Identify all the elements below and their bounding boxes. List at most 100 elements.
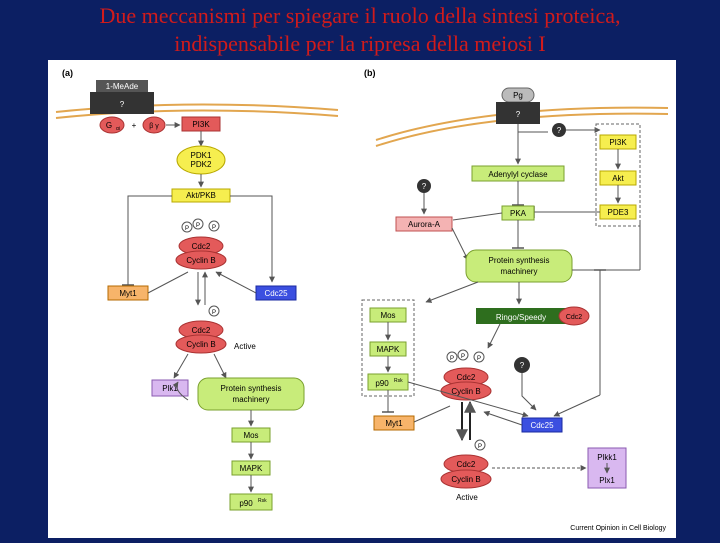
panel-b-ringo-label: Ringo/Speedy (496, 313, 546, 322)
panel-b-ringo-cdc2-node (558, 306, 590, 326)
panel-a-cdc2-active-label: Cdc2 (192, 326, 211, 335)
inhibit-myt1-cdc2 (147, 271, 189, 294)
panel-a-receptor-ligand-box (96, 80, 148, 92)
panel-a-phosphate-2-label: P (196, 223, 200, 229)
panel-a-p90-label: p90 (239, 499, 253, 508)
panel-a-p90-superscript: Rsk (258, 498, 267, 504)
panel-b-p90-label: p90 (375, 379, 389, 388)
g-alpha-node (99, 116, 125, 134)
panel-b-mapk-group (361, 299, 415, 397)
panel-a-phosphate-active-label: P (212, 310, 216, 316)
inhibit-myt1-cdc2-b (413, 405, 451, 423)
panel-a-plk1-label: Plk1 (162, 384, 178, 393)
panel-a-phosphate-3-label: P (212, 225, 216, 231)
panel-a-psm-line2: machinery (233, 395, 270, 404)
panel-b-cyclinb-active-label: Cyclin B (451, 475, 480, 484)
arrow-p90-cdc25 (407, 381, 529, 418)
panel-b-cyclinb-inactive-label: Cyclin B (451, 387, 480, 396)
panel-a-receptor (90, 92, 154, 114)
arrow-akt-cdc25 (230, 195, 275, 283)
arrow-aurora-psm (451, 227, 469, 261)
panel-a-cyclinb-inactive-label: Cyclin B (186, 256, 215, 265)
panel-a-cyclinb-inactive (175, 250, 227, 270)
panel-a-mos-label: Mos (243, 431, 258, 440)
panel-a-phosphate-active (208, 305, 220, 317)
panel-b-cdc2-active-label: Cdc2 (457, 460, 476, 469)
panel-b-mapk-label: MAPK (377, 345, 400, 354)
arrow-cdc2-psm (213, 353, 227, 379)
panel-b-p90-superscript: Rsk (394, 378, 403, 384)
panel-b-ligand-label: Pg (513, 91, 523, 100)
title-line-2: indispensabile per la ripresa della meio… (174, 31, 546, 56)
panel-b-psm-node (465, 249, 573, 283)
panel-a-psm-node (197, 377, 305, 411)
panel-b-adenylyl-label: Adenylyl cyclase (488, 170, 548, 179)
arrow-psm-feedback (172, 381, 189, 401)
panel-b-phosphate-3 (473, 351, 485, 363)
panel-b-myt1-node (373, 415, 415, 431)
panel-b-phosphate-2 (457, 349, 469, 361)
panel-b-akt-label: Akt (612, 174, 624, 183)
panel-a-active-label: Active (234, 342, 256, 351)
panel-b-phosphate-1 (446, 351, 458, 363)
panel-b-cyclinb-active (440, 469, 492, 489)
arrow-cdc25-cdc2 (215, 271, 257, 294)
figure-credit: Current Opinion in Cell Biology (570, 525, 666, 532)
panel-a-cdc25-label: Cdc25 (264, 289, 288, 298)
inhibit-line-akt-myt1 (127, 195, 172, 285)
panel-b-question-pi3k-label: ? (557, 126, 562, 135)
arrow-cdc2-plk1 (173, 353, 189, 379)
panel-b-cdc2-inactive-label: Cdc2 (457, 373, 476, 382)
panel-b-active-label: Active (456, 493, 478, 502)
panel-b-question-aurora (417, 179, 431, 193)
panel-b-myt1-label: Myt1 (385, 419, 403, 428)
panel-b-question-cdc25 (514, 357, 530, 373)
panel-a-phosphate-1-label: P (185, 226, 189, 232)
panel-b-phosphate-2-label: P (461, 354, 465, 360)
pdk2-label: PDK2 (191, 160, 212, 169)
line-psm-cdc25 (572, 269, 601, 395)
panel-a-myt1-label: Myt1 (119, 289, 137, 298)
plus-sign: + (132, 121, 137, 130)
panel-b-phosphate-active-label: P (478, 444, 482, 450)
panel-a-phosphate-2 (192, 218, 204, 230)
panel-b-ringo-cdc2-label: Cdc2 (566, 314, 582, 321)
panel-a-cyclinb-active-label: Cyclin B (186, 340, 215, 349)
figure-panel: (a) 1-MeAde ? G αi + β γ PI3K PDK1 PDK2 … (48, 60, 676, 538)
pdk1-label: PDK1 (191, 151, 212, 160)
panel-a-pi3k-label: PI3K (192, 120, 210, 129)
panel-a-p90-node (229, 493, 273, 511)
panel-b-pi3k-label: PI3K (609, 138, 627, 147)
panel-b-receptor-question: ? (516, 110, 521, 119)
inhibit-pka-aurora (452, 212, 503, 221)
panel-a-label: (a) (62, 68, 73, 78)
panel-b-ringo-node (476, 308, 566, 324)
panel-b-plx1-label: Plx1 (599, 476, 615, 485)
arrow-psm-mos-b (425, 281, 479, 303)
g-beta-gamma-label: β γ (149, 123, 159, 130)
panel-b-aurora-node (395, 216, 453, 232)
arrow-q-cdc25 (521, 373, 537, 411)
arrow-cdc25-cdc2-b (483, 410, 523, 426)
arrow-ringo-cdc2 (487, 323, 501, 349)
panel-a-receptor-label: 1-MeAde (106, 82, 139, 91)
panel-b-phosphate-active (474, 439, 486, 451)
panel-b-question-aurora-label: ? (422, 182, 427, 191)
panel-b-pi3k-group (595, 123, 641, 227)
panel-b-pka-label: PKA (510, 209, 527, 218)
panel-a-phosphate-1 (181, 221, 193, 233)
panel-b-cdc25-label: Cdc25 (530, 421, 554, 430)
panel-b-receptor (496, 102, 540, 124)
panel-a-membrane-outer (55, 103, 339, 113)
g-alpha-subscript: αi (116, 126, 120, 132)
g-alpha-label: G (106, 121, 112, 130)
panel-b-mos-label: Mos (380, 311, 395, 320)
panel-b-phosphate-3-label: P (477, 356, 481, 362)
panel-b-pde3-label: PDE3 (608, 208, 629, 217)
panel-b-question-pi3k (552, 123, 566, 137)
panel-a-akt-label: Akt/PKB (186, 191, 216, 200)
panel-a-phosphate-3 (208, 220, 220, 232)
panel-b-aurora-label: Aurora-A (408, 220, 441, 229)
panel-b-plkk1-label: Plkk1 (597, 453, 617, 462)
panel-a-psm-line1: Protein synthesis (221, 384, 282, 393)
